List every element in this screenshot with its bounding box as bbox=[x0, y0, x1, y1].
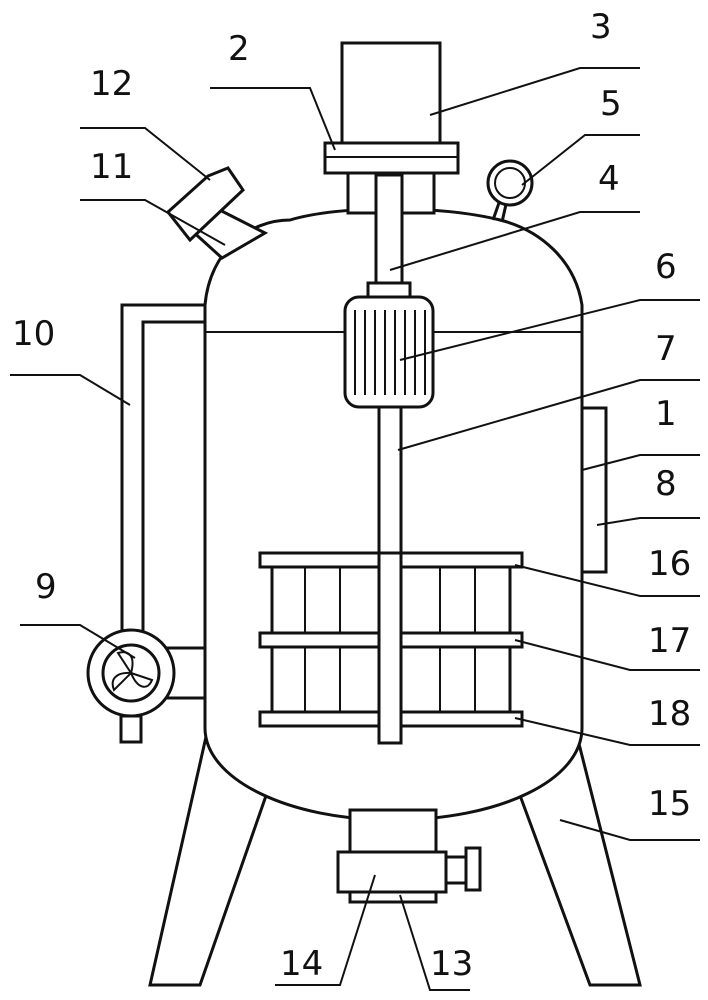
label-15: 15 bbox=[648, 784, 691, 824]
label-1: 1 bbox=[655, 394, 677, 434]
label-8: 8 bbox=[655, 464, 677, 504]
pump bbox=[88, 630, 174, 742]
label-13: 13 bbox=[430, 944, 473, 984]
label-5: 5 bbox=[600, 84, 622, 124]
gear-reducer bbox=[345, 297, 433, 407]
outlet-valve bbox=[338, 810, 480, 902]
label-12: 12 bbox=[90, 64, 133, 104]
label-6: 6 bbox=[655, 247, 677, 287]
label-11: 11 bbox=[90, 147, 133, 187]
motor bbox=[342, 43, 440, 143]
label-3: 3 bbox=[590, 7, 612, 47]
coupling bbox=[368, 283, 410, 297]
label-18: 18 bbox=[648, 694, 691, 734]
label-17: 17 bbox=[648, 621, 691, 661]
label-7: 7 bbox=[655, 329, 677, 369]
label-4: 4 bbox=[598, 159, 620, 199]
label-9: 9 bbox=[35, 567, 57, 607]
drive-shaft bbox=[376, 175, 402, 287]
pressure-gauge bbox=[488, 161, 532, 222]
label-10: 10 bbox=[12, 314, 55, 354]
label-14: 14 bbox=[280, 944, 323, 984]
label-16: 16 bbox=[648, 544, 691, 584]
sight-window bbox=[582, 408, 606, 572]
label-2: 2 bbox=[228, 29, 250, 69]
